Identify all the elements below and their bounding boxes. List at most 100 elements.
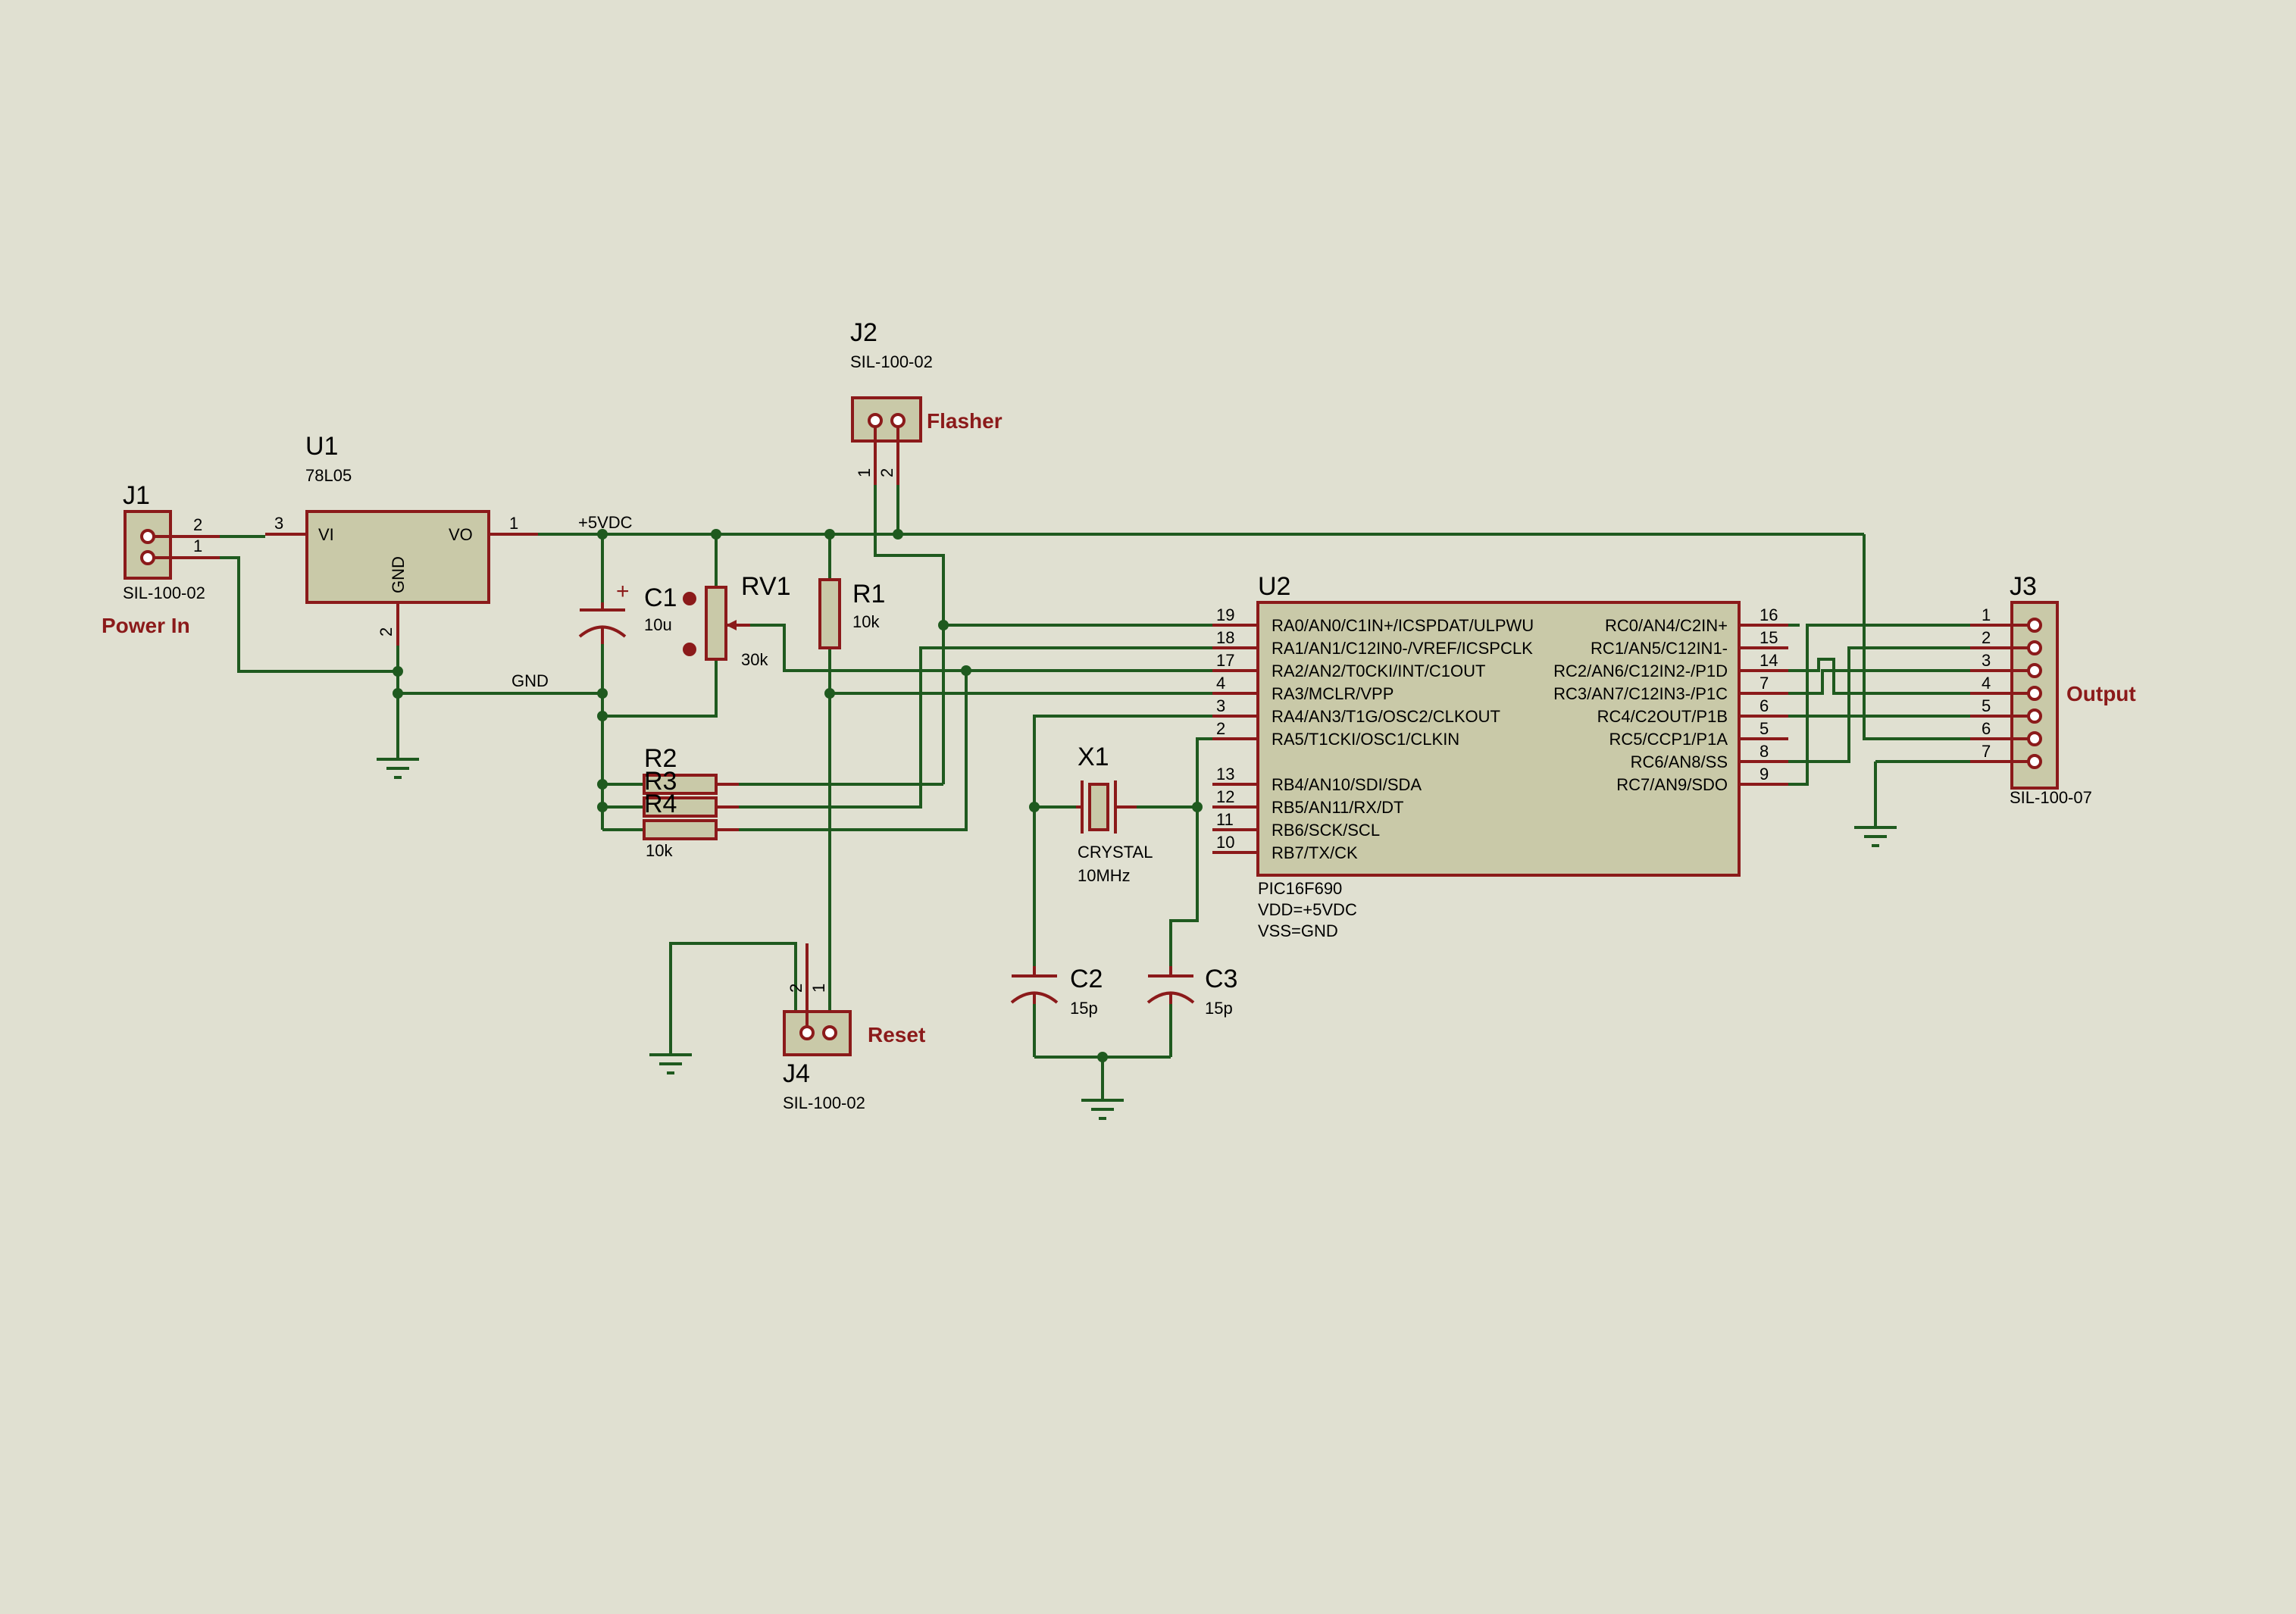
- x1-value: CRYSTAL: [1078, 843, 1153, 862]
- j3-ref: J3: [2010, 572, 2037, 601]
- r1-ref: R1: [852, 580, 885, 608]
- j3-pin-number: 2: [1982, 628, 1991, 647]
- u1-pin-2: 2: [377, 627, 396, 637]
- u1-pin-3: 3: [274, 514, 283, 533]
- resistor-r3[interactable]: [643, 796, 739, 818]
- j4-value: SIL-100-02: [783, 1093, 865, 1112]
- u2-pin-name: RC1/AN5/C12IN1-: [1591, 639, 1728, 658]
- connector-j1[interactable]: [124, 510, 220, 580]
- j3-pin-hole: [2027, 731, 2042, 746]
- u2-pin-number: 4: [1216, 674, 1225, 693]
- j3-pin-hole: [2027, 618, 2042, 633]
- u2-pin-name: RC0/AN4/C2IN+: [1605, 616, 1728, 635]
- resistor-r2[interactable]: [643, 774, 739, 795]
- u1-pin-1: 1: [509, 514, 518, 533]
- crystal-x1[interactable]: [1076, 780, 1137, 834]
- capacitor-c2[interactable]: [1010, 966, 1059, 1004]
- u2-pin-number: 6: [1760, 696, 1769, 715]
- u2-pin-name: RB4/AN10/SDI/SDA: [1272, 775, 1422, 794]
- u2-pin-number: 13: [1216, 765, 1234, 784]
- u2-pin-number: 10: [1216, 833, 1234, 852]
- u2-pin-number: 12: [1216, 787, 1234, 806]
- potentiometer-rv1[interactable]: [705, 586, 750, 661]
- c1-plus: +: [616, 579, 630, 604]
- j3-pin-number: 6: [1982, 719, 1991, 738]
- j3-pin-number: 7: [1982, 742, 1991, 761]
- j1-pin-2: 2: [193, 515, 202, 534]
- rv1-value: 30k: [741, 650, 768, 669]
- probe-icon: [683, 643, 696, 656]
- j4-pin-2: 2: [787, 984, 805, 993]
- u2-pin-name: RC6/AN8/SS: [1631, 752, 1728, 771]
- u2-pin-name: RC7/AN9/SDO: [1616, 775, 1728, 794]
- ground-icon: [1854, 826, 1897, 847]
- u2-pin-number: 9: [1760, 765, 1769, 784]
- u2-pin-name: RC3/AN7/C12IN3-/P1C: [1553, 684, 1728, 703]
- u2-pin-name: RA0/AN0/C1IN+/ICSPDAT/ULPWU: [1272, 616, 1534, 635]
- u1-value: 78L05: [305, 466, 352, 485]
- j2-pin-2: 2: [877, 468, 896, 477]
- j3-pin-number: 5: [1982, 696, 1991, 715]
- u2-pin-name: RA1/AN1/C12IN0-/VREF/ICSPCLK: [1272, 639, 1533, 658]
- u2-pin-number: 5: [1760, 719, 1769, 738]
- j3-pin-number: 1: [1982, 605, 1991, 624]
- j4-ref: J4: [783, 1059, 810, 1088]
- rv1-ref: RV1: [741, 572, 791, 601]
- r4-ref: R4: [644, 790, 677, 818]
- j1-label: Power In: [102, 614, 190, 637]
- u1-vo-label: VO: [449, 525, 473, 544]
- j2-label: Flasher: [927, 409, 1003, 433]
- j3-value: SIL-100-07: [2010, 788, 2092, 807]
- u2-pin-number: 18: [1216, 628, 1234, 647]
- u2-pin-number: 17: [1216, 651, 1234, 670]
- u2-pin-number: 7: [1760, 674, 1769, 693]
- j3-pin-hole: [2027, 686, 2042, 701]
- c2-ref: C2: [1070, 965, 1103, 993]
- connector-j2[interactable]: [851, 396, 922, 485]
- junctions: [393, 529, 1203, 1062]
- u2-ref: U2: [1258, 572, 1290, 601]
- j3-pin-hole: [2027, 640, 2042, 655]
- j4-pin-1: 1: [809, 984, 828, 993]
- u2-vss: VSS=GND: [1258, 921, 1338, 940]
- u2-pin-name: RB7/TX/CK: [1272, 843, 1358, 862]
- u2-pin-name: RC2/AN6/C12IN2-/P1D: [1553, 662, 1728, 680]
- resistor-r1[interactable]: [818, 578, 841, 649]
- u2-pin-name: RB6/SCK/SCL: [1272, 821, 1380, 840]
- u2-pin-number: 19: [1216, 605, 1234, 624]
- u2-pin-number: 2: [1216, 719, 1225, 738]
- capacitor-c1[interactable]: [578, 602, 627, 644]
- j3-pin-hole: [2027, 708, 2042, 724]
- regulator-u1[interactable]: [265, 510, 538, 646]
- u2-pin-number: 11: [1216, 810, 1234, 829]
- capacitor-c3[interactable]: [1146, 966, 1195, 1004]
- x1-ref: X1: [1078, 743, 1109, 771]
- j1-ref: J1: [123, 481, 150, 510]
- x1-freq: 10MHz: [1078, 866, 1131, 885]
- j1-value: SIL-100-02: [123, 583, 205, 602]
- c3-value: 15p: [1205, 999, 1233, 1018]
- u2-pin-name: RC5/CCP1/P1A: [1609, 730, 1728, 749]
- c1-value: 10u: [644, 615, 672, 634]
- u2-pin-name: RB5/AN11/RX/DT: [1272, 798, 1403, 817]
- net-vcc: +5VDC: [578, 513, 633, 532]
- u2-pin-name: RA5/T1CKI/OSC1/CLKIN: [1272, 730, 1459, 749]
- j3-label: Output: [2066, 682, 2136, 705]
- j2-ref: J2: [850, 318, 877, 347]
- net-gnd: GND: [511, 671, 549, 690]
- j3-pin-hole: [2027, 663, 2042, 678]
- u2-pin-number: 8: [1760, 742, 1769, 761]
- resistor-r4[interactable]: [643, 819, 739, 840]
- u2-pin-name: RA3/MCLR/VPP: [1272, 684, 1394, 703]
- ground-icon: [649, 1053, 692, 1074]
- u2-pin-number: 15: [1760, 628, 1778, 647]
- probe-icon: [683, 592, 696, 605]
- u2-vdd: VDD=+5VDC: [1258, 900, 1357, 919]
- connector-j4[interactable]: [783, 943, 852, 1056]
- u2-pin-number: 14: [1760, 651, 1778, 670]
- c1-ref: C1: [644, 583, 677, 612]
- j4-label: Reset: [868, 1023, 925, 1046]
